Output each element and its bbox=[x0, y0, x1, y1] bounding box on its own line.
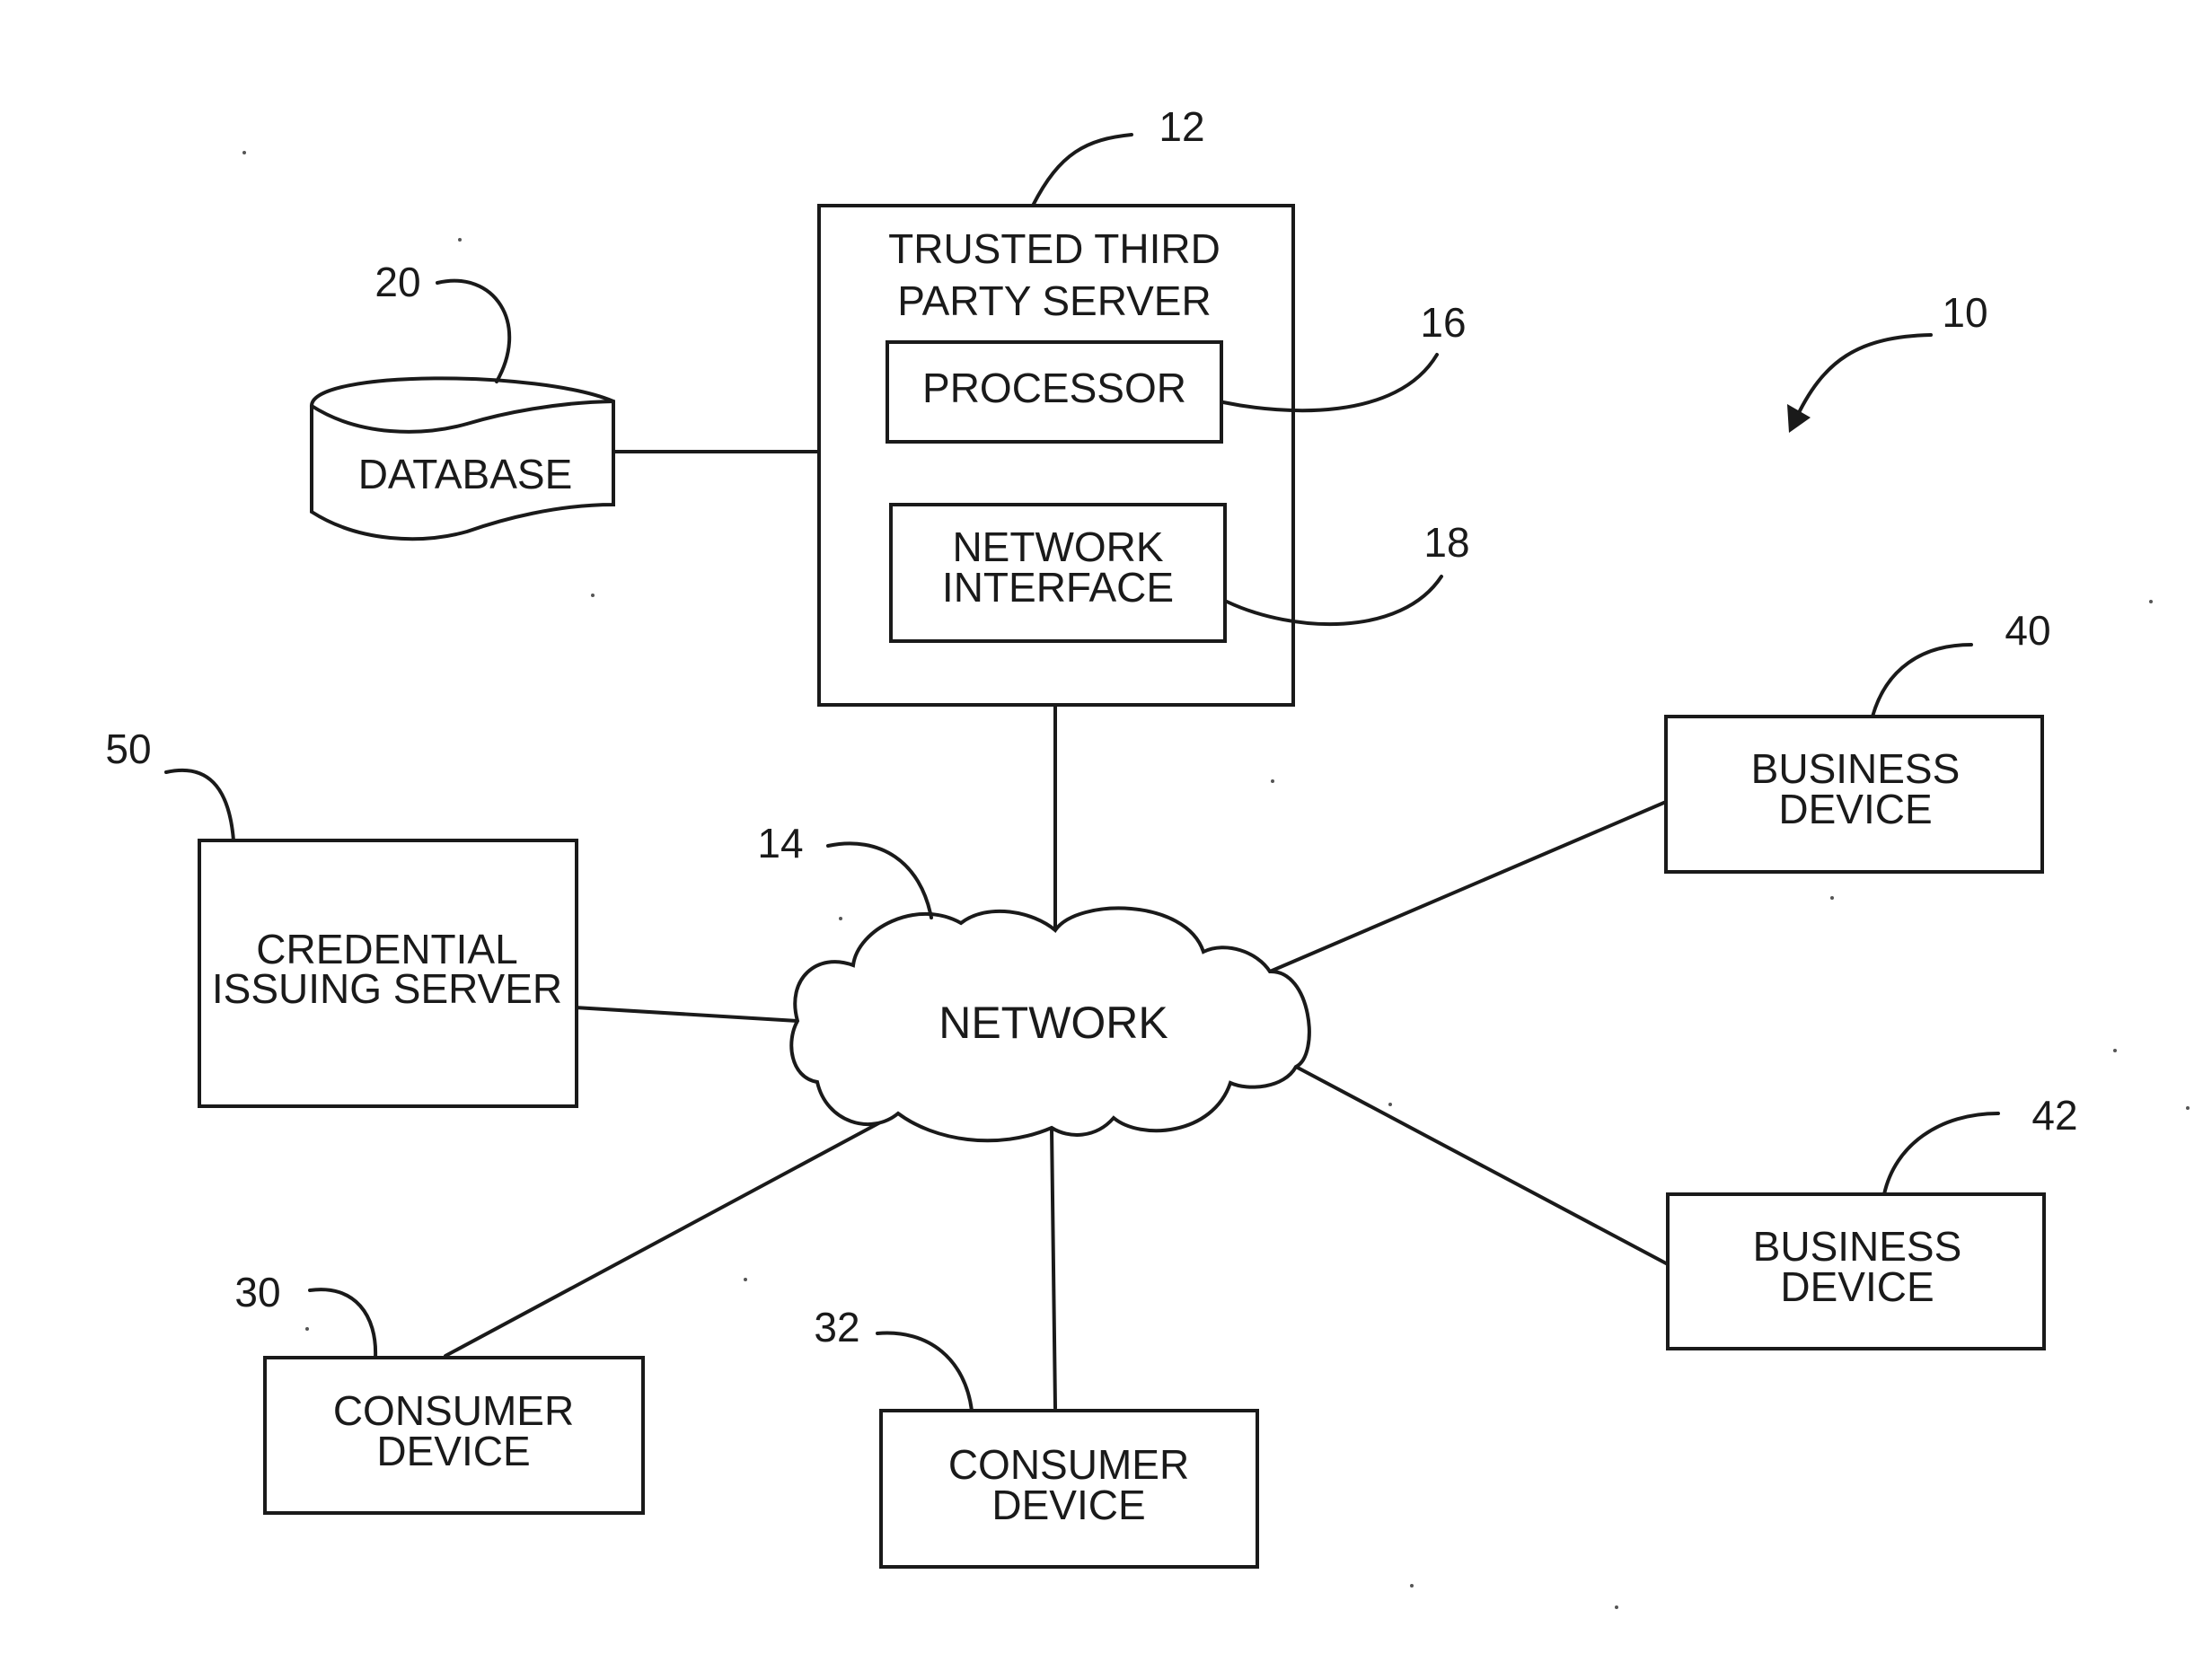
consumer-device-2: CONSUMER DEVICE bbox=[881, 1411, 1257, 1567]
trusted-server-title-line2: PARTY SERVER bbox=[897, 277, 1211, 324]
ref-40: 40 bbox=[2005, 607, 2050, 654]
leader-32 bbox=[877, 1333, 972, 1411]
credential-server: CREDENTIAL ISSUING SERVER bbox=[199, 840, 577, 1106]
ref-18: 18 bbox=[1423, 519, 1469, 566]
ref-30: 30 bbox=[234, 1269, 280, 1315]
ref-42: 42 bbox=[2031, 1092, 2077, 1139]
business-device-2: BUSINESS DEVICE bbox=[1668, 1194, 2044, 1349]
leader-42 bbox=[1884, 1113, 1998, 1194]
consumer-device-1-line2: DEVICE bbox=[376, 1428, 530, 1474]
ref-16: 16 bbox=[1420, 299, 1466, 346]
leader-40 bbox=[1873, 645, 1971, 717]
link-business2-network bbox=[1296, 1067, 1668, 1264]
ref-50: 50 bbox=[105, 726, 151, 772]
processor: PROCESSOR bbox=[887, 342, 1221, 442]
ref-10: 10 bbox=[1942, 289, 1987, 336]
consumer-device-2-line2: DEVICE bbox=[991, 1482, 1145, 1528]
leader-50 bbox=[166, 770, 234, 840]
ref-14: 14 bbox=[757, 820, 803, 866]
ref-32: 32 bbox=[814, 1304, 859, 1350]
trusted-server: TRUSTED THIRD PARTY SERVER PROCESSOR NET… bbox=[819, 206, 1293, 705]
business-device-1: BUSINESS DEVICE bbox=[1666, 717, 2042, 872]
leader-30 bbox=[310, 1289, 375, 1358]
database: DATABASE bbox=[312, 378, 613, 539]
ref-20: 20 bbox=[375, 259, 420, 305]
leader-10 bbox=[1794, 335, 1931, 422]
business-device-2-line2: DEVICE bbox=[1780, 1263, 1934, 1310]
processor-label: PROCESSOR bbox=[922, 365, 1186, 411]
network-interface-line2: INTERFACE bbox=[942, 564, 1174, 611]
leader-20 bbox=[437, 281, 509, 382]
network-label: NETWORK bbox=[938, 998, 1168, 1048]
database-label: DATABASE bbox=[358, 451, 573, 497]
credential-server-line2: ISSUING SERVER bbox=[212, 965, 562, 1012]
leader-12 bbox=[1033, 135, 1132, 206]
link-consumer2-network bbox=[1052, 1128, 1055, 1408]
consumer-device-1: CONSUMER DEVICE bbox=[265, 1358, 643, 1513]
trusted-server-title-line1: TRUSTED THIRD bbox=[888, 225, 1220, 272]
link-business1-network bbox=[1270, 802, 1666, 972]
leader-14 bbox=[828, 843, 931, 918]
ref-12: 12 bbox=[1159, 103, 1204, 150]
network-cloud: NETWORK bbox=[791, 908, 1309, 1140]
network-interface: NETWORK INTERFACE bbox=[891, 505, 1225, 641]
link-credential-network bbox=[575, 1007, 797, 1021]
leader-10-arrowhead bbox=[1787, 404, 1811, 433]
business-device-1-line2: DEVICE bbox=[1778, 786, 1932, 832]
